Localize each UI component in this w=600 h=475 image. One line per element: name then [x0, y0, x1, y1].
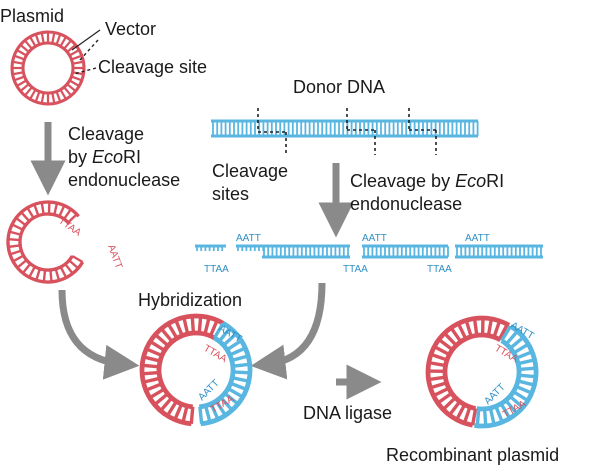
- svg-text:AATT: AATT: [105, 243, 124, 270]
- cleavage-sites-label-2: sites: [212, 184, 249, 204]
- vector-label: Vector: [105, 19, 156, 39]
- donor-dna-strand: [211, 119, 479, 138]
- hybridization-arrow-left: [58, 289, 140, 380]
- cleavage-by-label-line2: endonuclease: [350, 194, 462, 214]
- donor-cleavage-markers: [257, 108, 437, 155]
- fragment-2-ttaa: TTAA: [343, 264, 368, 275]
- donor-dna-label: Donor DNA: [293, 77, 385, 97]
- fragment-3-aatt: AATT: [465, 233, 490, 244]
- hybridization-label: Hybridization: [138, 290, 242, 310]
- vector-pointer-line: [71, 29, 101, 51]
- plasmid-ring: [10, 30, 86, 106]
- cleavage-pointer-line-1: [79, 39, 99, 61]
- donor-fragments: [195, 244, 543, 259]
- cleavage-site-label: Cleavage site: [98, 57, 207, 77]
- cut-plasmid-ring: [6, 200, 85, 284]
- fragment-1-aatt: AATT: [236, 233, 261, 244]
- plasmid-label: Plasmid: [0, 6, 64, 26]
- fragment-1-ttaa: TTAA: [204, 264, 229, 275]
- cleavage-label-line3: endonuclease: [68, 170, 180, 190]
- svg-text:TTAA: TTAA: [56, 215, 83, 238]
- cleavage-by-label-line1: Cleavage by EcoRI: [350, 171, 504, 191]
- cleavage-label-line2: by EcoRI: [68, 147, 141, 167]
- hybridization-arrow-right: [250, 282, 326, 380]
- recombinant-plasmid: [425, 315, 539, 429]
- dna-ligase-label: DNA ligase: [303, 403, 392, 423]
- cleavage-pointer-line-2: [73, 67, 97, 75]
- fragment-sequence-labels: AATT TTAA AATT TTAA AATT TTAA: [204, 233, 490, 275]
- fragment-3-ttaa: TTAA: [427, 264, 452, 275]
- cleavage-label-line1: Cleavage: [68, 124, 144, 144]
- hybridized-plasmid: [139, 313, 253, 427]
- recombinant-plasmid-label: Recombinant plasmid: [386, 445, 559, 465]
- fragment-2-aatt: AATT: [362, 233, 387, 244]
- cleavage-sites-label-1: Cleavage: [212, 161, 288, 181]
